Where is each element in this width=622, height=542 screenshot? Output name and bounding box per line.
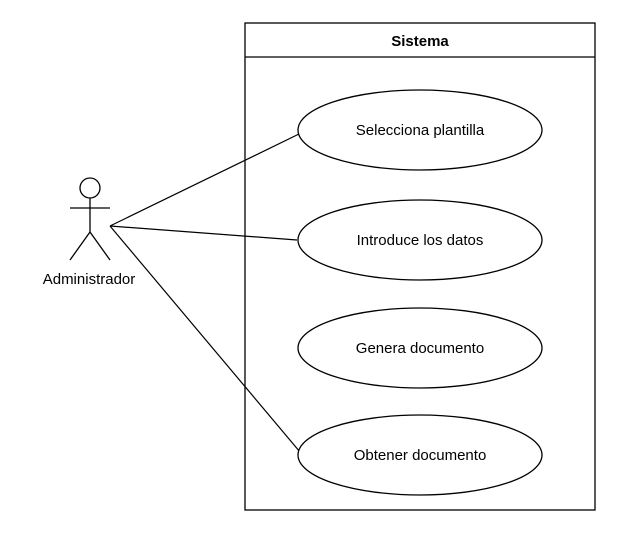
use-case-ellipse[interactable] [297, 89, 543, 171]
use-case-selecciona-plantilla[interactable]: Selecciona plantilla [297, 89, 543, 171]
stick-figure-actor-icon [69, 177, 111, 261]
association-line-obtener-documento [109, 225, 301, 453]
use-case-ellipse[interactable] [297, 414, 543, 496]
actor-right-leg [89, 231, 111, 261]
use-case-ellipse[interactable] [297, 307, 543, 389]
use-case-label: Selecciona plantilla [356, 122, 485, 139]
association-line-introduce-los-datos [109, 225, 298, 241]
actor-left-leg [69, 231, 91, 261]
association-line-selecciona-plantilla [109, 133, 300, 227]
use-case-label: Genera documento [356, 340, 484, 357]
use-case-introduce-los-datos[interactable]: Introduce los datos [297, 199, 543, 281]
use-case-label: Obtener documento [354, 447, 487, 464]
use-case-genera-documento[interactable]: Genera documento [297, 307, 543, 389]
actor-name: Administrador [43, 271, 136, 288]
use-case-ellipse[interactable] [297, 199, 543, 281]
use-case-obtener-documento[interactable]: Obtener documento [297, 414, 543, 496]
actor-head [79, 177, 101, 199]
system-title: Sistema [391, 33, 449, 50]
actor-administrador: Administrador [43, 177, 136, 288]
associations [109, 133, 301, 453]
use-case-label: Introduce los datos [357, 232, 484, 249]
